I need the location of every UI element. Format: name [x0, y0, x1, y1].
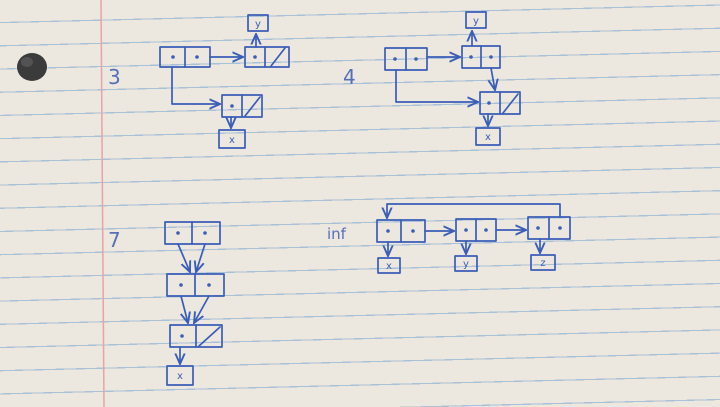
diagram-number-7: 7 [108, 228, 121, 252]
diagram-four: 4 y x [343, 11, 521, 146]
diagram-seven: 7 x [108, 221, 225, 386]
diagram-number-4: 4 [343, 65, 356, 89]
atom-label: x [386, 261, 392, 272]
atom-label: y [255, 19, 261, 30]
atom-label: x [177, 371, 183, 382]
diagram-three: 3 y x [108, 14, 290, 149]
atom-box [377, 257, 401, 274]
punch-hole [17, 53, 47, 81]
atom-label: y [463, 259, 469, 270]
atom-box [166, 365, 194, 386]
diagram-label-inf: inf [327, 225, 347, 243]
diagram-inf: inf x y z [327, 203, 571, 274]
cons-cell-nil [244, 46, 290, 68]
atom-box [475, 127, 501, 146]
cycle-arrow [387, 203, 561, 218]
atom-box [247, 14, 269, 32]
punch-hole-shine [21, 57, 33, 67]
atom-label: y [473, 16, 479, 27]
atom-box [530, 254, 556, 271]
margin-line [100, 0, 105, 407]
atom-label: x [485, 132, 491, 143]
atom-box [454, 255, 478, 272]
atom-label: z [540, 258, 545, 269]
atom-label: x [229, 135, 235, 146]
diagram-number-3: 3 [108, 65, 121, 89]
atom-box [218, 129, 246, 149]
atom-box [465, 11, 487, 29]
